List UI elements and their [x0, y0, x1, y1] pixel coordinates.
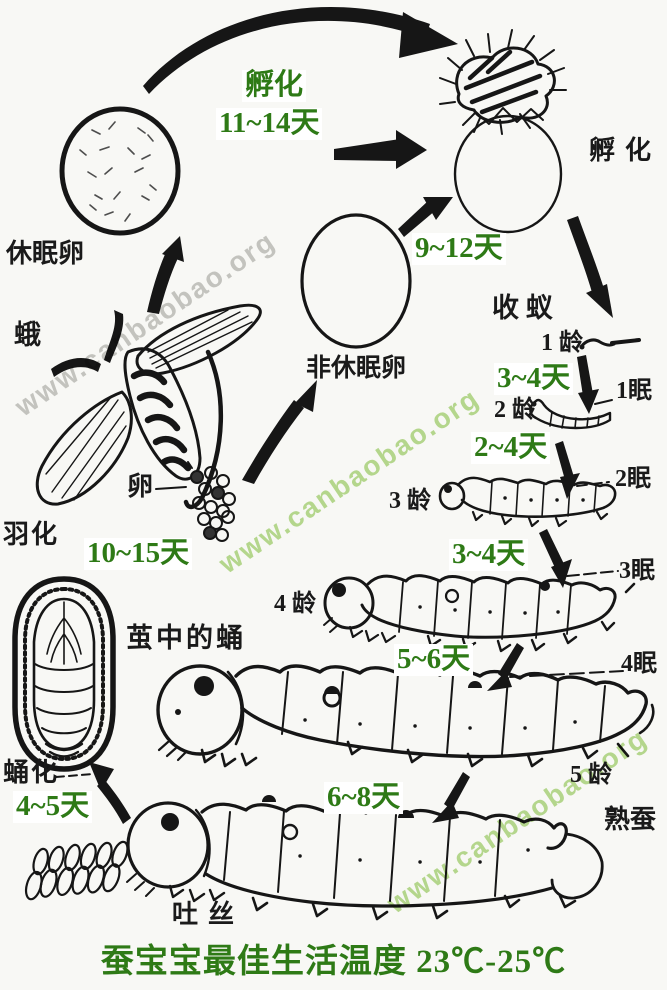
- label-instar2: 2 龄: [494, 397, 536, 423]
- cycle-arrows: [89, 7, 613, 824]
- duration-pupation: 4~5天: [13, 790, 93, 823]
- duration-dormant-hatch: 11~14天: [216, 107, 323, 140]
- dormant-egg-drawing: [59, 106, 181, 236]
- label-instar1: 1 龄: [541, 330, 583, 356]
- duration-nondormant-hatch: 9~12天: [412, 232, 506, 265]
- label-sleep4: 4眠: [621, 651, 657, 677]
- arrow-pupation: [89, 762, 131, 824]
- label-instar4: 4 龄: [274, 591, 316, 617]
- duration-instar2: 2~4天: [471, 431, 551, 464]
- duration-instar4: 5~6天: [394, 643, 474, 676]
- duration-emergence: 10~15天: [84, 537, 193, 570]
- label-non-dormant-egg: 非休眠卵: [306, 355, 407, 382]
- arrow-hatch-to-instar1: [567, 216, 613, 318]
- label-eggs: 卵: [127, 472, 154, 501]
- label-sleep1: 1眠: [616, 378, 652, 404]
- label-instar3: 3 龄: [389, 488, 431, 514]
- label-hatch-right: 孵化: [589, 136, 662, 165]
- label-sleep3: 3眠: [619, 558, 655, 584]
- label-hatch-top: 孵化: [242, 69, 307, 102]
- duration-instar1: 3~4天: [494, 362, 574, 395]
- arrow-instar2-sleep2: [555, 441, 580, 499]
- arrow-eggs-to-oval: [242, 380, 317, 484]
- label-pupation: 蛹化: [3, 758, 60, 787]
- non-dormant-egg-drawing: [300, 213, 412, 349]
- arrow-instar1-sleep1: [577, 355, 599, 414]
- label-dormant-egg: 休眠卵: [6, 239, 85, 268]
- label-mature: 熟蚕: [604, 805, 657, 834]
- cocoon-pupa-drawing: [12, 576, 116, 772]
- label-instar5: 5 龄: [570, 762, 612, 788]
- instar1-larva-drawing: [579, 338, 616, 350]
- hatching-egg-drawing: [453, 107, 563, 234]
- instar2-larva-drawing: [529, 398, 612, 430]
- diagram-title: 蚕宝宝最佳生活温度 23℃-25℃: [100, 944, 567, 980]
- label-collect-ants: 收 蚁: [492, 293, 553, 323]
- duration-instar3: 3~4天: [449, 538, 529, 571]
- connector-lines: [55, 338, 641, 778]
- label-cocoon-pupa: 茧中的蛹: [126, 623, 246, 653]
- arrow-horizontal: [334, 130, 427, 169]
- silk-loops-drawing: [22, 838, 133, 903]
- arrow-instar3-sleep3: [539, 529, 572, 588]
- instar3-larva-drawing: [438, 476, 617, 528]
- arrow-instar4-sleep4: [487, 643, 524, 691]
- hatchling-larva-drawing: [439, 29, 567, 135]
- label-spin-silk: 吐丝: [172, 900, 245, 929]
- label-emergence: 羽化: [3, 520, 60, 549]
- instar5-larva-drawing: [156, 664, 655, 768]
- arrow-instar5-mature: [432, 772, 470, 823]
- egg-cluster-drawing: [187, 461, 236, 542]
- mature-silkworm-drawing: [126, 795, 604, 921]
- arrow-oval-to-hatch: [398, 197, 453, 237]
- arrow-dormant-to-hatch: [143, 7, 458, 94]
- arrow-moth-to-dormant-egg: [147, 236, 184, 314]
- label-moth: 蛾: [14, 320, 41, 350]
- label-sleep2: 2眠: [615, 466, 651, 492]
- duration-instar5: 6~8天: [324, 781, 404, 814]
- instar4-larva-drawing: [323, 574, 636, 653]
